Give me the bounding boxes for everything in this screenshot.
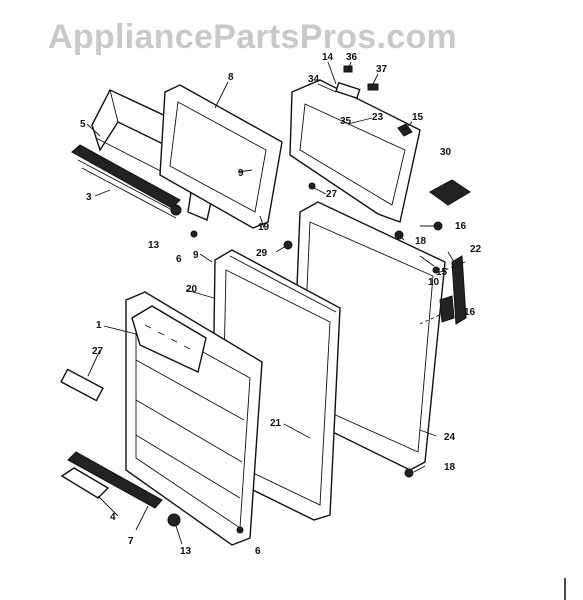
lower-trim-strip	[60, 451, 163, 509]
callout-22: 22	[470, 244, 482, 255]
screw-27	[308, 182, 316, 190]
callout-3: 3	[86, 192, 92, 203]
freezer-trim-strip	[71, 144, 181, 219]
callout-10: 10	[428, 277, 440, 288]
screw-15-lower	[432, 266, 440, 274]
callout-6-lower: 6	[255, 546, 261, 557]
callout-18-lower: 18	[444, 462, 456, 473]
callout-15-upper: 15	[412, 112, 424, 123]
callout-29: 29	[256, 248, 268, 259]
callout-37: 37	[376, 64, 388, 75]
callout-13-lower: 13	[180, 546, 192, 557]
lower-hinge	[419, 255, 467, 325]
screw-13-upper	[170, 204, 182, 216]
callout-19: 19	[258, 222, 270, 233]
callout-15-lower: 15	[436, 267, 448, 278]
callout-20: 20	[186, 284, 198, 295]
callout-14: 14	[322, 52, 334, 63]
screw-13-lower	[167, 513, 181, 527]
watermark-text: AppliancePartsPros.com	[48, 18, 458, 56]
callout-9-upper: 9	[238, 168, 244, 179]
callout-24: 24	[444, 432, 456, 443]
callout-27-upper: 27	[326, 189, 338, 200]
callout-4: 4	[110, 512, 116, 523]
callout-13-upper: 13	[148, 240, 160, 251]
screw-29	[283, 240, 293, 250]
callout-labels: 5 8 14 36 37 34 35 23 15 30 3 9 27 16 19…	[80, 52, 482, 557]
freezer-gasket	[159, 84, 283, 229]
freezer-door-frame	[289, 65, 421, 223]
callout-23: 23	[372, 112, 384, 123]
screw-6-lower	[236, 526, 244, 534]
callout-5: 5	[80, 119, 86, 130]
callout-36: 36	[346, 52, 358, 63]
callout-7: 7	[128, 536, 134, 547]
callout-6-upper: 6	[176, 254, 182, 265]
callout-16-lower: 16	[464, 307, 476, 318]
leader-lines	[86, 61, 455, 545]
callout-16-upper: 16	[455, 221, 467, 232]
fresh-food-door-shelf	[125, 291, 263, 546]
callout-27-lower: 27	[92, 346, 104, 357]
callout-34: 34	[308, 74, 320, 85]
callout-1: 1	[96, 320, 102, 331]
callout-18-upper: 18	[415, 236, 427, 247]
callout-8: 8	[228, 72, 234, 83]
callout-21: 21	[270, 418, 282, 429]
callout-35: 35	[340, 116, 352, 127]
callout-30: 30	[440, 147, 452, 158]
shelf-bin	[60, 368, 104, 402]
hinge-bracket	[429, 179, 471, 231]
screw-6-upper	[190, 230, 198, 238]
callout-9-lower: 9	[193, 250, 199, 261]
